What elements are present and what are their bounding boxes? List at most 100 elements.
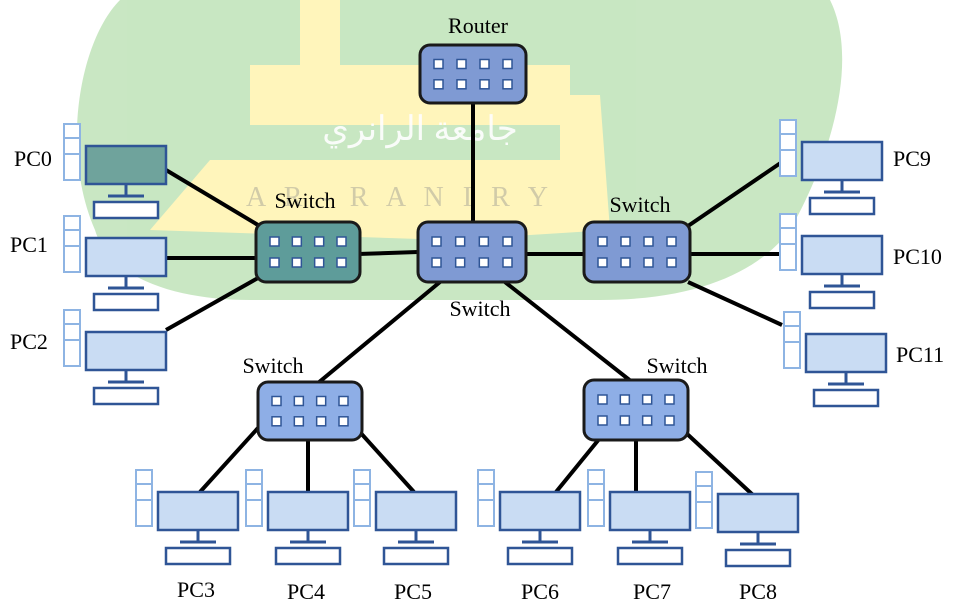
keyboard-icon	[164, 546, 232, 566]
port-icon	[619, 394, 631, 405]
monitor-icon	[374, 490, 458, 532]
port-icon	[641, 415, 653, 426]
pc11-label: PC11	[896, 342, 944, 367]
pc2-computer-icon	[63, 309, 168, 406]
tower-icon	[779, 213, 797, 271]
port-icon	[315, 416, 327, 427]
port-icon	[597, 415, 608, 426]
keyboard-icon	[92, 200, 160, 220]
pc11-computer-icon	[783, 311, 888, 408]
port-icon	[433, 79, 444, 90]
keyboard-icon	[382, 546, 450, 566]
watermark-latin-text: A R - R A N I R Y	[246, 182, 554, 213]
link-bl-pc5	[356, 428, 416, 494]
router	[418, 43, 528, 105]
port-icon	[641, 394, 653, 405]
port-icon	[502, 79, 513, 90]
keyboard-icon	[808, 196, 876, 216]
pc10-computer-icon	[779, 213, 884, 310]
link-center-bottomleft	[316, 280, 442, 385]
port-icon	[597, 236, 608, 247]
tower-icon	[695, 471, 713, 529]
pc9-label: PC9	[893, 146, 931, 171]
port-icon	[269, 236, 280, 247]
monitor-icon	[800, 234, 884, 276]
port-icon	[271, 395, 282, 407]
port-icon	[433, 58, 444, 70]
keyboard-icon	[274, 546, 342, 566]
pc7-computer-icon	[587, 469, 692, 566]
link-br-pc6	[554, 436, 602, 494]
pc8-computer-icon	[695, 471, 800, 568]
monitor-icon	[266, 490, 350, 532]
monitor-icon	[84, 330, 168, 372]
watermark-arabic-text: جامعة الرانري	[322, 111, 518, 149]
switch-right	[582, 220, 692, 284]
labels: Router Switch Switch Switch Switch Switc…	[10, 13, 944, 604]
devices	[63, 43, 888, 568]
pc4-label: PC4	[287, 579, 325, 604]
pc10-label: PC10	[893, 244, 942, 269]
switch-bottom-right-label: Switch	[646, 353, 707, 378]
router-label: Router	[448, 13, 509, 38]
port-icon	[597, 257, 608, 268]
link-left-center	[357, 250, 419, 256]
port-icon	[456, 58, 467, 70]
port-icon	[454, 257, 466, 268]
monitor-icon	[498, 490, 582, 532]
monitor-icon	[716, 492, 800, 534]
port-icon	[271, 416, 282, 427]
monitor-icon	[84, 144, 168, 186]
pc5-label: PC5	[394, 579, 432, 604]
switch-bottom-right-body	[582, 378, 690, 442]
switch-center	[416, 220, 528, 284]
switch-center-body	[416, 220, 528, 284]
port-icon	[479, 79, 490, 90]
keyboard-icon	[92, 386, 160, 406]
port-icon	[666, 257, 677, 268]
switch-bottom-left	[256, 380, 364, 442]
port-icon	[313, 236, 325, 247]
port-icon	[456, 79, 467, 90]
port-icon	[478, 236, 490, 247]
tower-icon	[353, 469, 371, 527]
monitor-icon	[156, 490, 240, 532]
tower-icon	[63, 123, 81, 181]
port-icon	[338, 395, 349, 407]
monitor-icon	[84, 236, 168, 278]
pc1-computer-icon	[63, 215, 168, 312]
watermark-yellow-banner	[150, 95, 610, 240]
tower-icon	[135, 469, 153, 527]
port-icon	[313, 257, 325, 268]
port-icon	[620, 236, 631, 247]
links	[164, 100, 784, 498]
port-icon	[479, 58, 490, 70]
keyboard-icon	[616, 546, 684, 566]
port-icon	[315, 395, 327, 407]
link-br-pc8	[683, 430, 756, 498]
tower-icon	[587, 469, 605, 527]
link-center-bottomright	[503, 280, 634, 384]
port-icon	[291, 257, 303, 268]
pc0-label: PC0	[14, 146, 52, 171]
pc7-label: PC7	[633, 579, 671, 604]
switch-center-label: Switch	[449, 296, 510, 321]
port-icon	[478, 257, 490, 268]
pc1-label: PC1	[10, 232, 48, 257]
monitor-icon	[800, 140, 884, 182]
link-right-pc9	[686, 160, 784, 228]
port-icon	[269, 257, 280, 268]
port-icon	[502, 236, 513, 247]
port-icon	[502, 257, 513, 268]
pc6-label: PC6	[521, 579, 559, 604]
tower-icon	[783, 311, 801, 369]
port-icon	[666, 236, 677, 247]
router-body	[418, 43, 528, 105]
pc5-computer-icon	[353, 469, 458, 566]
port-icon	[336, 236, 347, 247]
link-pc0-switchleft	[164, 168, 260, 227]
pc3-label: PC3	[177, 577, 215, 602]
pc4-computer-icon	[245, 469, 350, 566]
port-icon	[431, 257, 442, 268]
switch-left-label: Switch	[274, 188, 335, 213]
